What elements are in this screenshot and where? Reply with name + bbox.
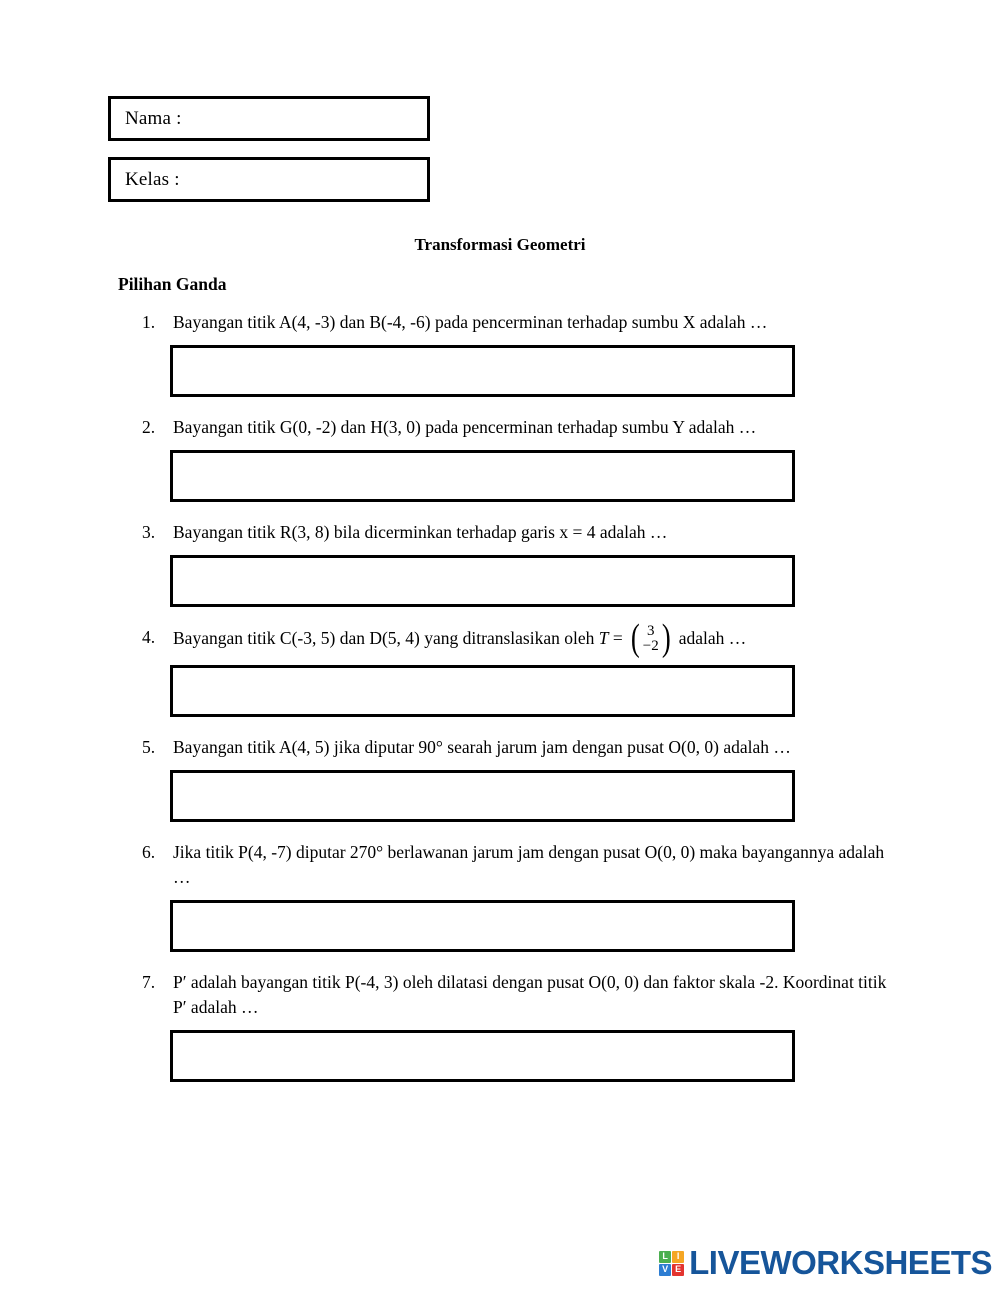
class-field[interactable]: Kelas : <box>108 157 430 202</box>
matrix-symbol: T <box>598 628 609 649</box>
logo-tiles-icon: L I V E <box>659 1250 685 1276</box>
logo-tile-i: I <box>672 1250 685 1263</box>
question-number: 4. <box>142 627 156 647</box>
question-2: 2. Bayangan titik G(0, -2) dan H(3, 0) p… <box>0 415 1000 440</box>
answer-input-2[interactable] <box>170 450 795 502</box>
question-6: 6. Jika titik P(4, -7) diputar 270° berl… <box>0 840 1000 890</box>
class-field-label: Kelas : <box>125 169 180 190</box>
question-list: 1. Bayangan titik A(4, -3) dan B(-4, -6)… <box>0 310 1000 1100</box>
question-block-1: 1. Bayangan titik A(4, -3) dan B(-4, -6)… <box>0 310 1000 397</box>
answer-input-5[interactable] <box>170 770 795 822</box>
logo-tile-l: L <box>659 1250 672 1263</box>
matrix-value-top: 3 <box>646 623 655 639</box>
page-title: Transformasi Geometri <box>414 235 586 254</box>
question-text-after-matrix: adalah … <box>674 628 747 649</box>
question-text: Bayangan titik A(4, 5) jika diputar 90° … <box>173 737 791 757</box>
answer-input-7[interactable] <box>170 1030 795 1082</box>
translation-matrix: (3−2) <box>629 617 672 660</box>
section-heading: Pilihan Ganda <box>118 274 227 294</box>
question-1: 1. Bayangan titik A(4, -3) dan B(-4, -6)… <box>0 310 1000 335</box>
logo-tile-v: V <box>659 1263 672 1276</box>
question-block-7: 7. P′ adalah bayangan titik P(-4, 3) ole… <box>0 970 1000 1082</box>
logo-tile-e: E <box>672 1263 685 1276</box>
question-4: 4. Bayangan titik C(-3, 5) dan D(5, 4) y… <box>0 617 1000 660</box>
liveworksheets-logo[interactable]: L I V E LIVEWORKSHEETS <box>659 1244 992 1282</box>
question-7: 7. P′ adalah bayangan titik P(-4, 3) ole… <box>0 970 1000 1020</box>
answer-input-6[interactable] <box>170 900 795 952</box>
question-5: 5. Bayangan titik A(4, 5) jika diputar 9… <box>0 735 1000 760</box>
matrix-value-bottom: −2 <box>642 638 659 654</box>
name-field-label: Nama : <box>125 108 182 129</box>
question-text: Bayangan titik R(3, 8) bila dicerminkan … <box>173 522 668 542</box>
question-text: Bayangan titik G(0, -2) dan H(3, 0) pada… <box>173 417 757 437</box>
question-text: Bayangan titik A(4, -3) dan B(-4, -6) pa… <box>173 312 768 332</box>
matrix-left-paren: ( <box>630 617 640 660</box>
question-text: P′ adalah bayangan titik P(-4, 3) oleh d… <box>173 972 887 1017</box>
question-text: Bayangan titik C(-3, 5) dan D(5, 4) yang… <box>173 617 900 660</box>
question-text: Jika titik P(4, -7) diputar 270° berlawa… <box>173 842 885 887</box>
question-number: 1. <box>142 312 156 332</box>
name-field[interactable]: Nama : <box>108 96 430 141</box>
question-block-2: 2. Bayangan titik G(0, -2) dan H(3, 0) p… <box>0 415 1000 502</box>
question-number: 7. <box>142 972 156 992</box>
question-3: 3. Bayangan titik R(3, 8) bila dicermink… <box>0 520 1000 545</box>
question-block-6: 6. Jika titik P(4, -7) diputar 270° berl… <box>0 840 1000 952</box>
matrix-equals-sign: = <box>612 628 623 649</box>
question-number: 2. <box>142 417 156 437</box>
answer-input-1[interactable] <box>170 345 795 397</box>
question-block-3: 3. Bayangan titik R(3, 8) bila dicermink… <box>0 520 1000 607</box>
question-number: 5. <box>142 737 156 757</box>
answer-input-3[interactable] <box>170 555 795 607</box>
question-number: 6. <box>142 842 156 862</box>
answer-input-4[interactable] <box>170 665 795 717</box>
logo-wordmark: LIVEWORKSHEETS <box>689 1244 992 1281</box>
question-number: 3. <box>142 522 156 542</box>
question-block-5: 5. Bayangan titik A(4, 5) jika diputar 9… <box>0 735 1000 822</box>
question-text-before-matrix: Bayangan titik C(-3, 5) dan D(5, 4) yang… <box>173 628 599 649</box>
matrix-right-paren: ) <box>661 617 671 660</box>
matrix-values: 3−2 <box>642 624 660 654</box>
question-block-4: 4. Bayangan titik C(-3, 5) dan D(5, 4) y… <box>0 617 1000 717</box>
